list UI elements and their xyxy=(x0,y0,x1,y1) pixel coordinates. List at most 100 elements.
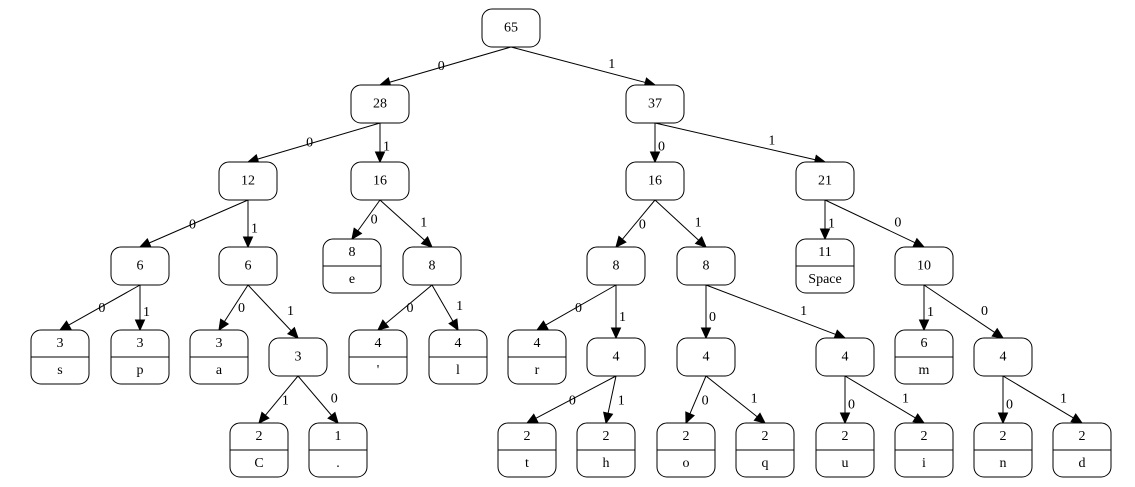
node-count: 2 xyxy=(524,429,531,444)
tree-edge: 1 xyxy=(242,200,258,249)
arrowhead-icon xyxy=(138,237,152,248)
arrowhead-icon xyxy=(525,413,539,424)
leaf-node: 1. xyxy=(308,422,368,478)
edge-label: 1 xyxy=(618,393,625,408)
leaf-node: 4' xyxy=(348,329,408,385)
internal-node: 21 xyxy=(795,161,855,201)
node-symbol: t xyxy=(525,456,529,471)
node-count: 2 xyxy=(921,429,928,444)
internal-node: 16 xyxy=(350,161,410,201)
node-symbol: . xyxy=(336,456,340,471)
arrowhead-icon xyxy=(918,319,930,332)
node-count: 8 xyxy=(429,259,436,274)
edge-label: 0 xyxy=(238,301,245,316)
leaf-node: 2i xyxy=(894,422,954,478)
node-count: 8 xyxy=(613,259,620,274)
edge-label: 1 xyxy=(828,216,835,231)
arrowhead-icon xyxy=(912,413,926,424)
node-box xyxy=(795,161,855,201)
arrowhead-icon xyxy=(839,412,851,425)
edge-label: 1 xyxy=(902,391,909,406)
leaf-node: 3s xyxy=(30,329,90,385)
edge-line xyxy=(1002,375,1074,419)
edge-label: 0 xyxy=(575,301,582,316)
tree-edge: 0 xyxy=(138,199,249,248)
node-box xyxy=(676,337,736,377)
tree-edge: 0 xyxy=(839,376,855,425)
node-box xyxy=(973,337,1033,377)
edge-label: 1 xyxy=(420,215,427,230)
leaf-node: 2h xyxy=(576,422,636,478)
internal-node: 4 xyxy=(676,337,736,377)
node-count: 1 xyxy=(335,429,342,444)
edge-label: 0 xyxy=(658,139,665,154)
node-count: 2 xyxy=(603,429,610,444)
arrowhead-icon xyxy=(694,236,707,248)
edge-line xyxy=(654,199,699,241)
tree-edge: 0 xyxy=(649,123,665,164)
leaf-node: 6m xyxy=(894,329,954,385)
arrowhead-icon xyxy=(603,411,614,425)
edge-label: 0 xyxy=(407,301,414,316)
edge-label: 0 xyxy=(371,212,378,227)
arrowhead-icon xyxy=(685,411,695,425)
tree-edge: 0 xyxy=(535,284,617,331)
node-symbol: p xyxy=(137,363,144,378)
node-count: 2 xyxy=(842,429,849,444)
tree-edge: 1 xyxy=(247,284,299,339)
tree-edge: 1 xyxy=(654,199,707,248)
node-symbol: Space xyxy=(808,272,841,287)
edge-label: 1 xyxy=(927,305,934,320)
node-count: 2 xyxy=(1000,429,1007,444)
internal-node: 8 xyxy=(402,246,462,286)
node-symbol: u xyxy=(842,456,849,471)
leaf-node: 4r xyxy=(507,329,567,385)
arrowhead-icon xyxy=(753,412,766,424)
edge-line xyxy=(535,375,617,419)
internal-node: 6 xyxy=(218,246,278,286)
edge-label: 0 xyxy=(709,310,716,325)
leaf-node: 3a xyxy=(189,329,249,385)
edge-line xyxy=(545,284,617,326)
edge-line xyxy=(510,46,646,83)
internal-node: 6 xyxy=(110,246,170,286)
edge-label: 0 xyxy=(189,217,196,232)
internal-node: 28 xyxy=(350,84,410,124)
arrowhead-icon xyxy=(351,227,363,240)
node-count: 6 xyxy=(921,336,928,351)
arrowhead-icon xyxy=(1070,413,1084,424)
tree-edge: 1 xyxy=(918,285,934,332)
tree-edge: 1 xyxy=(844,375,926,424)
arrowhead-icon xyxy=(134,319,146,332)
node-box xyxy=(586,246,646,286)
edge-line xyxy=(257,122,381,160)
arrowhead-icon xyxy=(997,412,1009,425)
leaf-node: 2d xyxy=(1052,422,1112,478)
node-count: 8 xyxy=(703,259,710,274)
node-box xyxy=(894,246,954,286)
node-box xyxy=(625,161,685,201)
node-count: 6 xyxy=(137,259,144,274)
edge-line xyxy=(705,284,836,335)
node-count: 4 xyxy=(842,350,849,365)
edge-line xyxy=(389,46,512,83)
node-count: 6 xyxy=(245,259,252,274)
arrowhead-icon xyxy=(374,151,386,164)
internal-node: 8 xyxy=(586,246,646,286)
internal-node: 16 xyxy=(625,161,685,201)
internal-node: 4 xyxy=(815,337,875,377)
edge-line xyxy=(607,375,617,414)
node-box xyxy=(815,337,875,377)
tree-edge: 1 xyxy=(510,46,657,88)
arrowhead-icon xyxy=(448,318,459,332)
arrowhead-icon xyxy=(377,319,390,331)
node-count: 4 xyxy=(375,336,382,351)
tree-edge: 0 xyxy=(377,284,433,331)
tree-edge: 1 xyxy=(610,285,626,340)
leaf-node: 2u xyxy=(815,422,875,478)
edge-label: 1 xyxy=(383,139,390,154)
internal-node: 8 xyxy=(676,246,736,286)
arrowhead-icon xyxy=(991,327,1005,339)
